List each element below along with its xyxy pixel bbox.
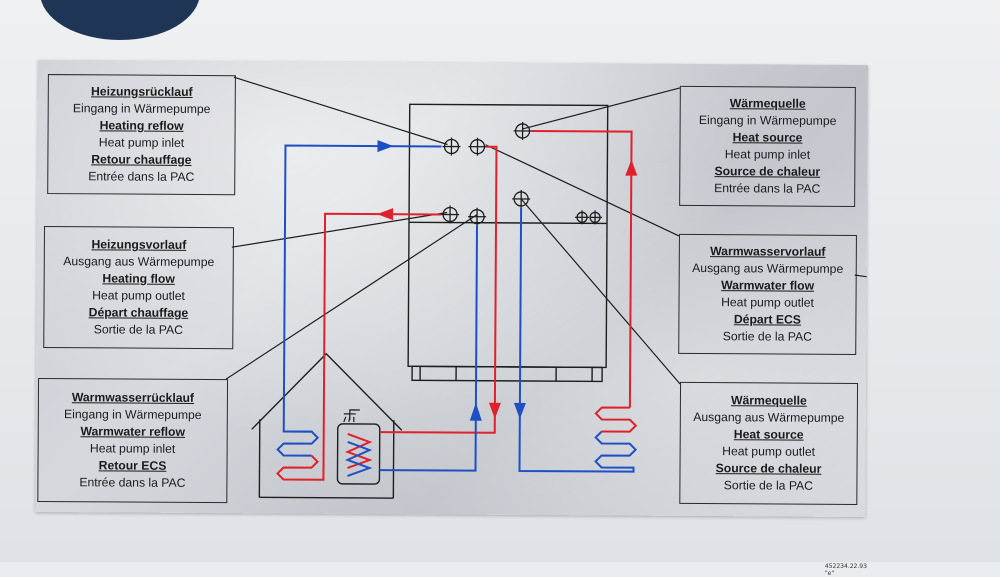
connection-diagram-plate: Heizungsrücklauf Eingang in Wärmepumpe H… <box>35 60 868 517</box>
radiator-coil-icon <box>278 431 318 455</box>
heat-source-circuit <box>513 131 637 472</box>
port-extra-icon <box>575 210 602 224</box>
port-warmwater-flow-icon <box>468 138 486 156</box>
piping-schematic <box>35 60 868 517</box>
heating-circuit <box>277 139 441 480</box>
flow-arrow-icon <box>377 140 393 152</box>
port-heating-flow-icon <box>441 205 459 223</box>
warmwater-circuit <box>380 146 503 471</box>
port-heat-source-out-icon <box>512 190 530 208</box>
part-code: 452234.22.93 "e" <box>825 563 867 577</box>
port-heat-source-in-icon <box>514 122 532 140</box>
flow-arrow-icon <box>625 160 637 176</box>
flow-arrow-icon <box>489 403 501 419</box>
flow-arrow-icon <box>470 403 482 421</box>
hot-water-tank-icon <box>337 424 379 484</box>
flow-arrow-icon <box>514 403 526 419</box>
radiator-coil-icon <box>596 407 636 431</box>
shower-icon <box>344 410 360 422</box>
port-heating-return-icon <box>442 137 460 155</box>
flow-arrow-icon <box>377 208 393 220</box>
leader-lines <box>226 77 868 385</box>
